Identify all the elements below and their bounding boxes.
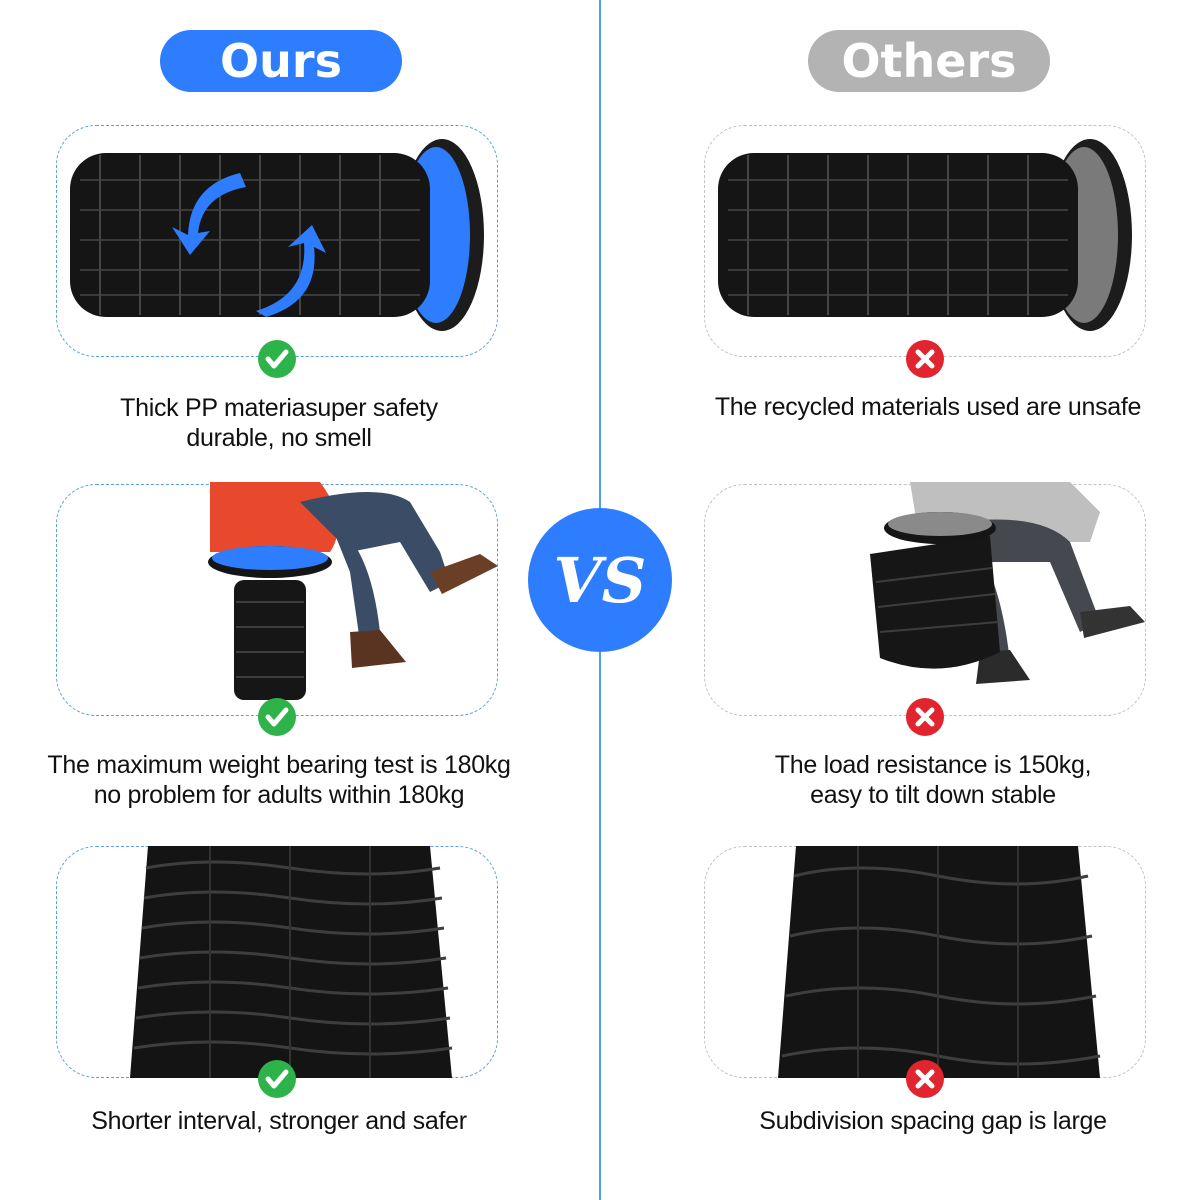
others-caption-2: The load resistance is 150kg, easy to ti… <box>774 751 1092 809</box>
stool-folded-gray-image <box>718 139 1132 331</box>
stool-ridges-closeup-blue-image <box>130 846 453 1078</box>
person-sitting-gray-stool-image <box>870 482 1145 684</box>
ours-label: Ours <box>160 30 402 92</box>
cross-icon <box>906 340 944 378</box>
vs-text: VS <box>554 544 647 617</box>
stool-ridges-closeup-gray-image <box>778 846 1101 1078</box>
others-caption-1: The recycled materials used are unsafe <box>714 393 1142 421</box>
check-icon <box>258 340 296 378</box>
others-caption-3: Subdivision spacing gap is large <box>759 1107 1107 1135</box>
vs-badge: VS <box>528 508 672 652</box>
ours-caption-3: Shorter interval, stronger and safer <box>91 1107 467 1135</box>
stool-folded-blue-image <box>70 139 484 331</box>
rotate-arrow-icon <box>256 225 326 317</box>
cross-icon <box>906 1060 944 1098</box>
ours-caption-2: The maximum weight bearing test is 180kg… <box>47 751 511 809</box>
others-label: Others <box>808 30 1050 92</box>
check-icon <box>258 698 296 736</box>
check-icon <box>258 1060 296 1098</box>
rotate-arrow-icon <box>172 173 246 255</box>
person-sitting-blue-stool-image <box>208 482 498 700</box>
cross-icon <box>906 698 944 736</box>
ours-caption-1: Thick PP materiasuper safety durable, no… <box>120 394 438 452</box>
